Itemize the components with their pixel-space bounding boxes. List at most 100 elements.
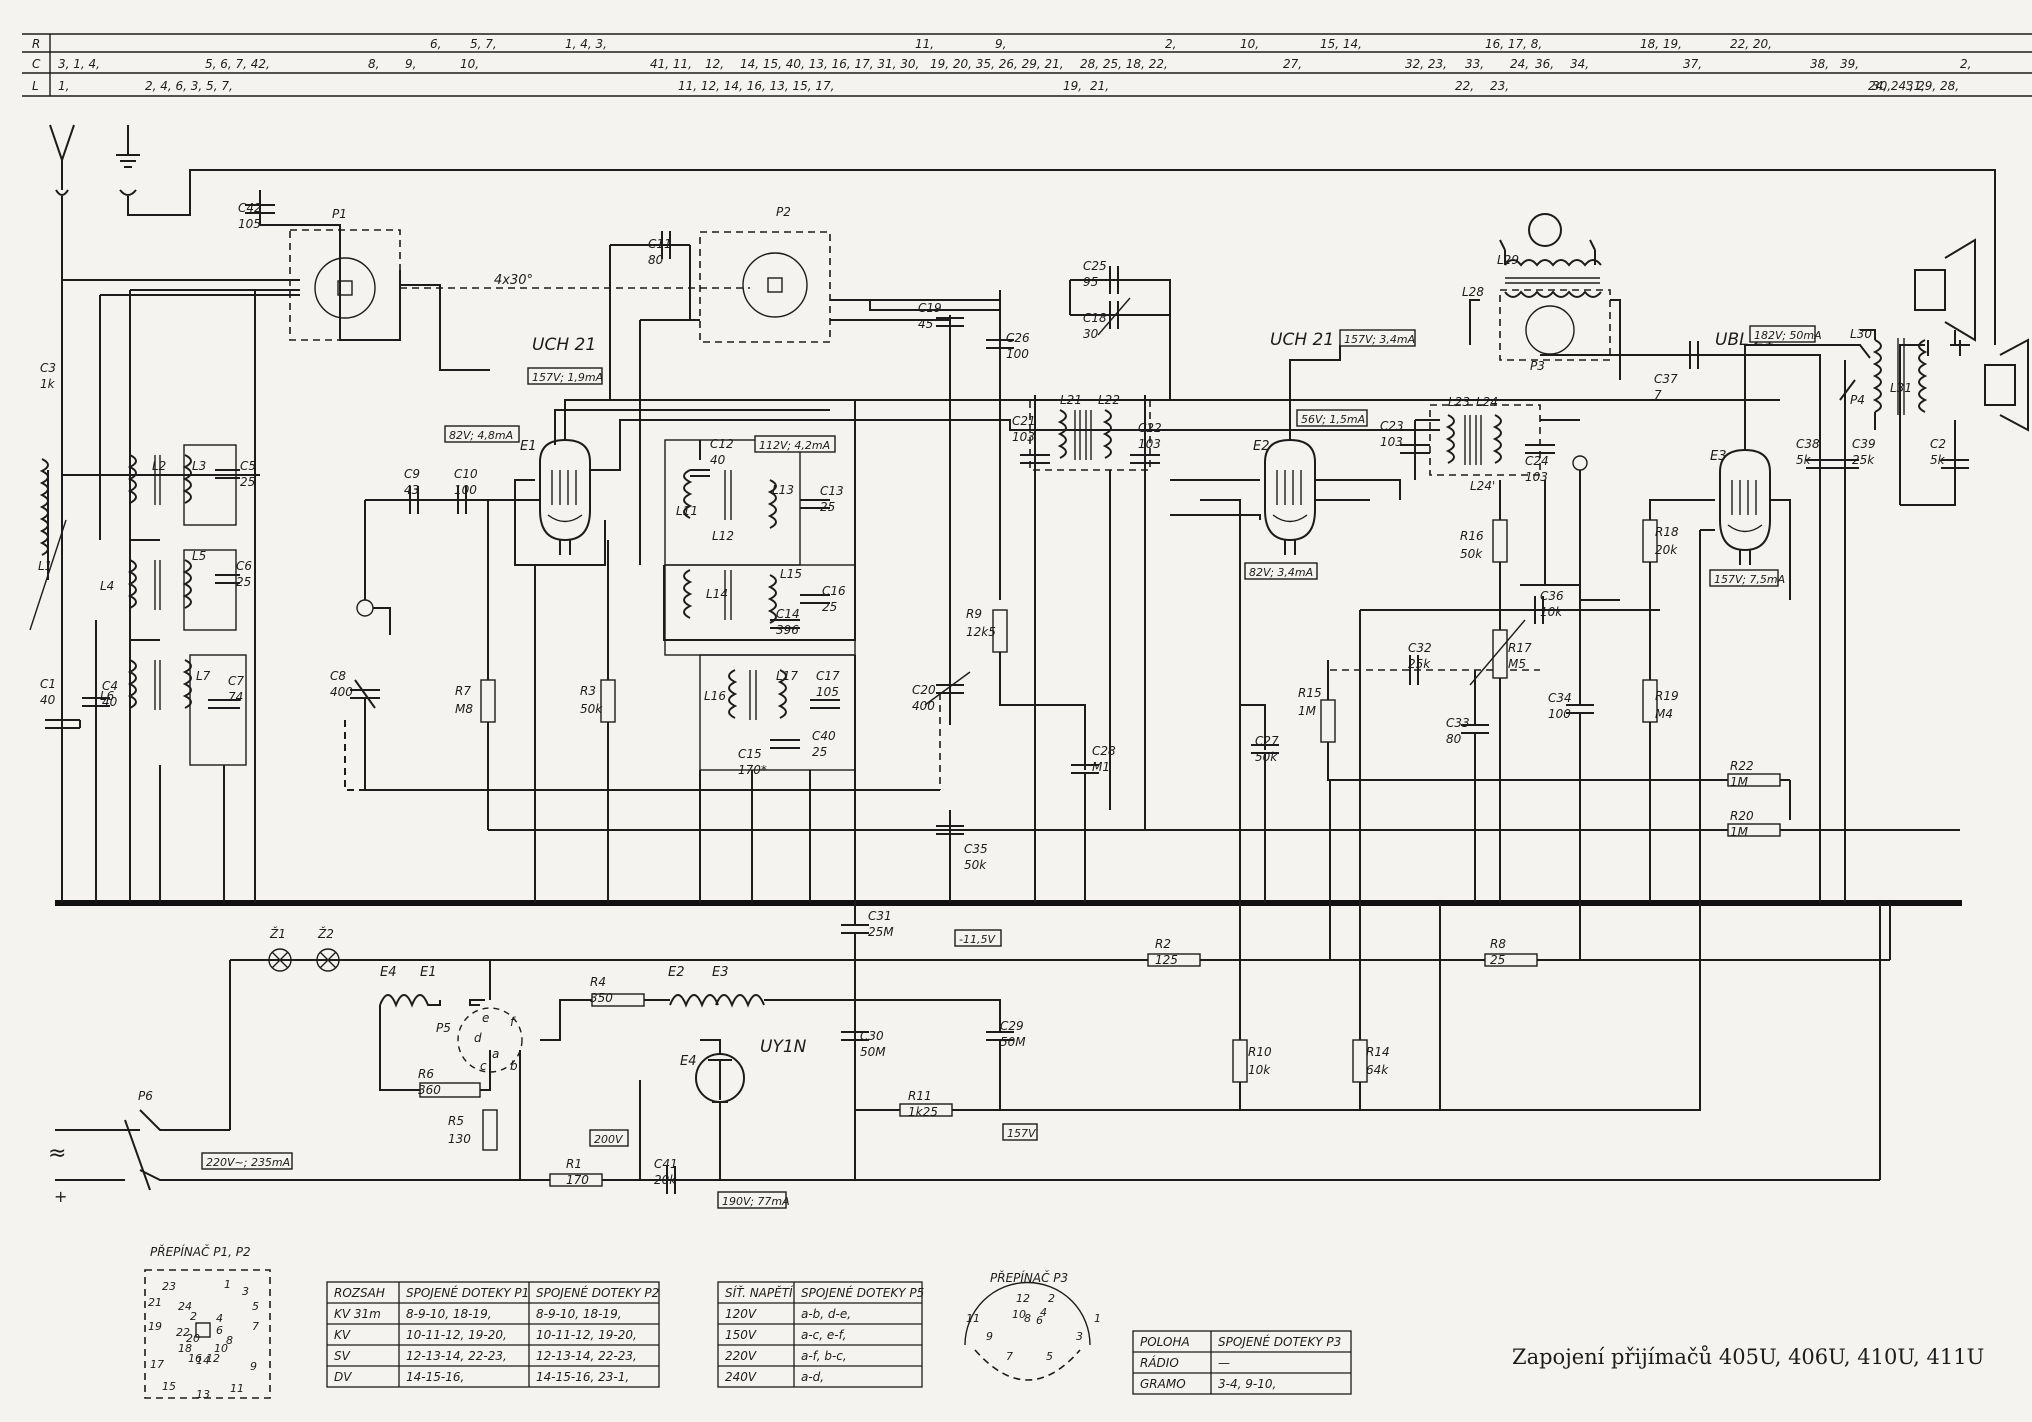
value-c23: 103 <box>1380 435 1403 449</box>
label-p6: P6 <box>138 1089 153 1103</box>
ref-entry-c-9: 28, 25, 18, 22, <box>1080 57 1168 71</box>
value-r22: 1M <box>1730 775 1749 789</box>
label-l7: L7 <box>196 669 211 683</box>
value-c11: 80 <box>648 253 664 267</box>
if-transformer-1 <box>1020 395 1160 903</box>
value-c2: 5k <box>1930 453 1946 467</box>
value-r20: 1M <box>1730 825 1749 839</box>
table-p3-cell-0-1: SPOJENÉ DOTEKY P3 <box>1218 1334 1341 1349</box>
label-l6: L6 <box>100 689 115 703</box>
value-c28: M1 <box>1092 760 1110 774</box>
value-c42: 105 <box>238 217 261 231</box>
label-c22: C22 <box>1138 421 1162 435</box>
ref-entry-c-5: 41, 11, <box>650 57 692 71</box>
tube-e1 <box>514 399 1780 903</box>
p1p2-pin-24: 24 <box>178 1300 192 1313</box>
value-c22: 103 <box>1138 437 1161 451</box>
table-ranges-cell-3-0: SV <box>334 1349 351 1363</box>
value-c6: 25 <box>236 575 251 589</box>
plus-symbol: + <box>54 1187 67 1206</box>
value-r4: 350 <box>590 991 613 1005</box>
ref-entry-r-6: 10, <box>1240 37 1259 51</box>
p1p2-pin-21: 21 <box>148 1296 162 1309</box>
table-ranges-cell-1-0: KV 31m <box>334 1307 381 1321</box>
ref-entry-c-11: 32, 23, <box>1405 57 1447 71</box>
label-c36: C36 <box>1540 589 1564 603</box>
label-l15: L15 <box>780 567 802 581</box>
label-l1: L1 <box>38 559 52 573</box>
p1p2-pin-13: 13 <box>196 1388 210 1401</box>
table-mains-cell-4-0: 240V <box>725 1370 757 1384</box>
label-c26: C26 <box>1006 331 1030 345</box>
p1p2-pin-9: 9 <box>250 1360 257 1373</box>
value-c32: 25k <box>1408 657 1431 671</box>
table-ranges-cell-0-2: SPOJENÉ DOTEKY P2 <box>536 1285 659 1300</box>
label-c28: C28 <box>1092 744 1116 758</box>
label-c10: C10 <box>454 467 478 481</box>
label-r1: R1 <box>566 1157 582 1171</box>
label-1: Ž1 <box>269 926 286 941</box>
value-r2: 125 <box>1155 953 1178 967</box>
gang-label: 4x30° <box>494 273 533 288</box>
label-l2: L2 <box>152 459 166 473</box>
value-c16: 25 <box>822 600 837 614</box>
ref-entry-c-18: 39, <box>1840 57 1859 71</box>
p3-pin-8: 8 <box>1024 1312 1031 1325</box>
label-c40: C40 <box>812 729 836 743</box>
value-r6: 360 <box>418 1083 441 1097</box>
p1p2-pin-1: 1 <box>224 1278 231 1291</box>
label-l24: L24 <box>1476 395 1498 409</box>
label-c25: C25 <box>1083 259 1107 273</box>
label-l22: L22 <box>1098 393 1120 407</box>
ref-entry-l-4: 21, <box>1090 79 1109 93</box>
p1p2-pin-6: 6 <box>216 1324 223 1337</box>
label-l17: L17 <box>776 669 798 683</box>
tube-e3-ref: E3 <box>1710 449 1727 464</box>
label-r2: R2 <box>1155 937 1171 951</box>
p3-pin-2: 2 <box>1048 1292 1055 1305</box>
label-l30: L30 <box>1850 327 1872 341</box>
label-c7: C7 <box>228 674 244 688</box>
label-r20: R20 <box>1730 809 1754 823</box>
ref-entry-r-3: 11, <box>915 37 934 51</box>
label-c16: C16 <box>822 584 846 598</box>
oscillator-network <box>830 266 1171 903</box>
input-circuits <box>29 279 300 903</box>
tag-e4-anode: 200V <box>594 1133 624 1146</box>
label-c24: C24 <box>1525 454 1549 468</box>
value-c38: 5k <box>1796 453 1812 467</box>
value-c3: 1k <box>40 377 56 391</box>
label-c42: C42 <box>238 201 262 215</box>
p5-contact-f: f <box>510 1015 516 1029</box>
label-p1: P1 <box>332 207 347 221</box>
label-c29: C29 <box>1000 1019 1024 1033</box>
label-c23: C23 <box>1380 419 1404 433</box>
table-mains-cell-2-0: 150V <box>725 1328 757 1342</box>
tag-negative-bias: -11,5V <box>959 933 996 946</box>
label-c27: C27 <box>1255 734 1279 748</box>
p1p2-pin-17: 17 <box>150 1358 164 1371</box>
value-c17: 105 <box>816 685 839 699</box>
ref-entry-r-5: 2, <box>1165 37 1176 51</box>
value-c41: 20k <box>654 1173 677 1187</box>
tag-e2-grid: 56V; 1,5mA <box>1301 413 1365 426</box>
value-c30: 50M <box>860 1045 886 1059</box>
label-l24: L24' <box>1470 479 1495 493</box>
label-c4: C4 <box>102 679 118 693</box>
label-c21: C21 <box>1012 414 1036 428</box>
ref-row-key-r: R <box>32 37 40 51</box>
value-c12: 40 <box>710 453 726 467</box>
table-ranges-cell-2-1: 10-11-12, 19-20, <box>406 1328 507 1342</box>
value-r17: M5 <box>1508 657 1526 671</box>
ref-entry-l-2: 11, 12, 14, 16, 13, 15, 17, <box>678 79 834 93</box>
value-r8: 25 <box>1490 953 1505 967</box>
value-r18: 20k <box>1655 543 1678 557</box>
tag-e1-osc: 112V; 4,2mA <box>759 439 830 452</box>
value-c27: 50k <box>1255 750 1278 764</box>
label-l5: L5 <box>192 549 206 563</box>
value-c31: 25M <box>868 925 894 939</box>
